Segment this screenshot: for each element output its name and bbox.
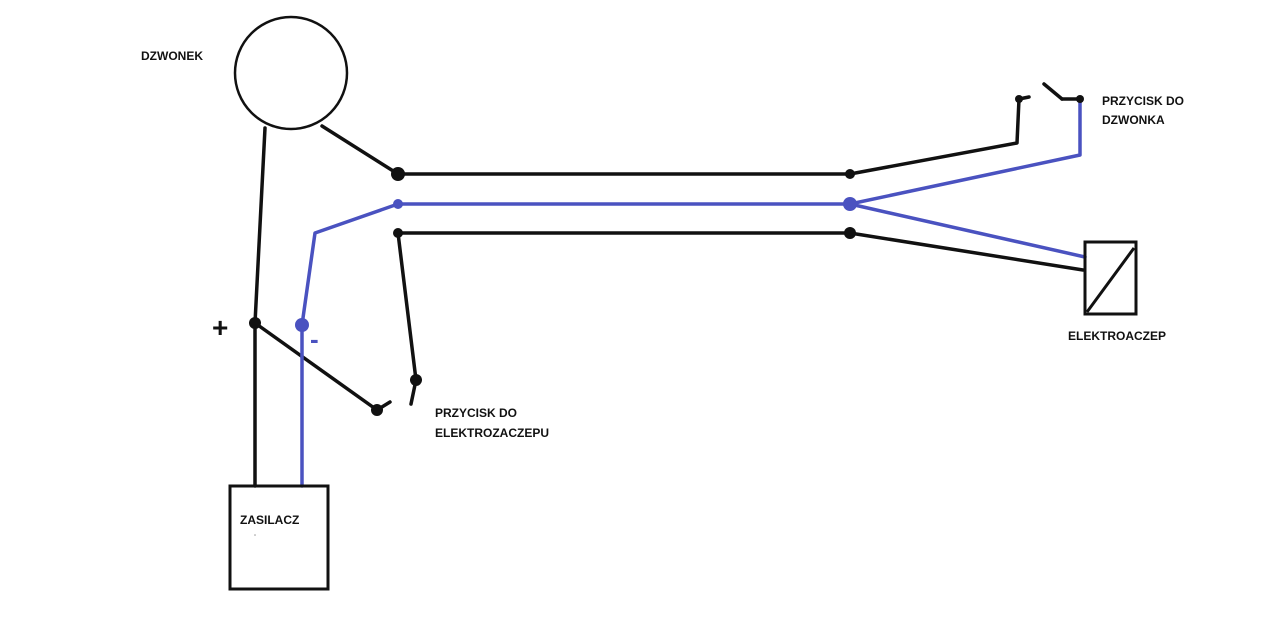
wire-mid-to-strike <box>848 202 1087 259</box>
junction-mid-left <box>393 199 403 209</box>
plus-sign: + <box>212 312 229 343</box>
power-supply-label: ZASILACZ <box>240 513 300 527</box>
wire-strike-button-to-bottom-line <box>396 231 418 382</box>
strike-box-diagonal <box>1085 247 1136 313</box>
wire-minus-to-mid-line <box>300 202 400 327</box>
wire-mid-to-bell-button <box>848 97 1082 206</box>
junction-minus <box>295 318 309 332</box>
wire-top-to-bell-button <box>848 97 1021 176</box>
bell-circle <box>233 15 349 131</box>
strike-button-label-line1: PRZYCISK DO <box>435 406 518 420</box>
bell-label: DZWONEK <box>141 49 203 63</box>
wire-bell-to-top-junction <box>320 124 400 176</box>
minus-sign: - <box>310 324 319 354</box>
junction-top-left <box>391 167 405 181</box>
bell-button-label-line1: PRZYCISK DO <box>1102 94 1185 108</box>
wire-plus-to-strike-button <box>253 321 379 412</box>
bell-button-dot-right <box>1076 95 1084 103</box>
power-supply-box <box>228 484 330 591</box>
strike-button-label-line2: ELEKTROZACZEPU <box>435 426 549 440</box>
strike-button-dot-lower <box>371 404 383 416</box>
junction-mid-right <box>843 197 857 211</box>
speck-mark <box>254 534 256 536</box>
junction-plus <box>249 317 261 329</box>
strike-label: ELEKTROACZEP <box>1068 329 1167 343</box>
strike-button-dot-upper <box>410 374 422 386</box>
strike-box <box>1083 240 1138 316</box>
junction-bottom-right <box>844 227 856 239</box>
bell-button-dot-left <box>1015 95 1023 103</box>
wire-bell-button-lever <box>1042 82 1064 101</box>
wire-bell-to-plus <box>253 126 267 325</box>
junction-bottom-left <box>393 228 403 238</box>
wire-bottom-to-strike <box>848 231 1085 272</box>
bell-button-label-line2: DZWONKA <box>1102 113 1165 127</box>
junction-top-right <box>845 169 855 179</box>
